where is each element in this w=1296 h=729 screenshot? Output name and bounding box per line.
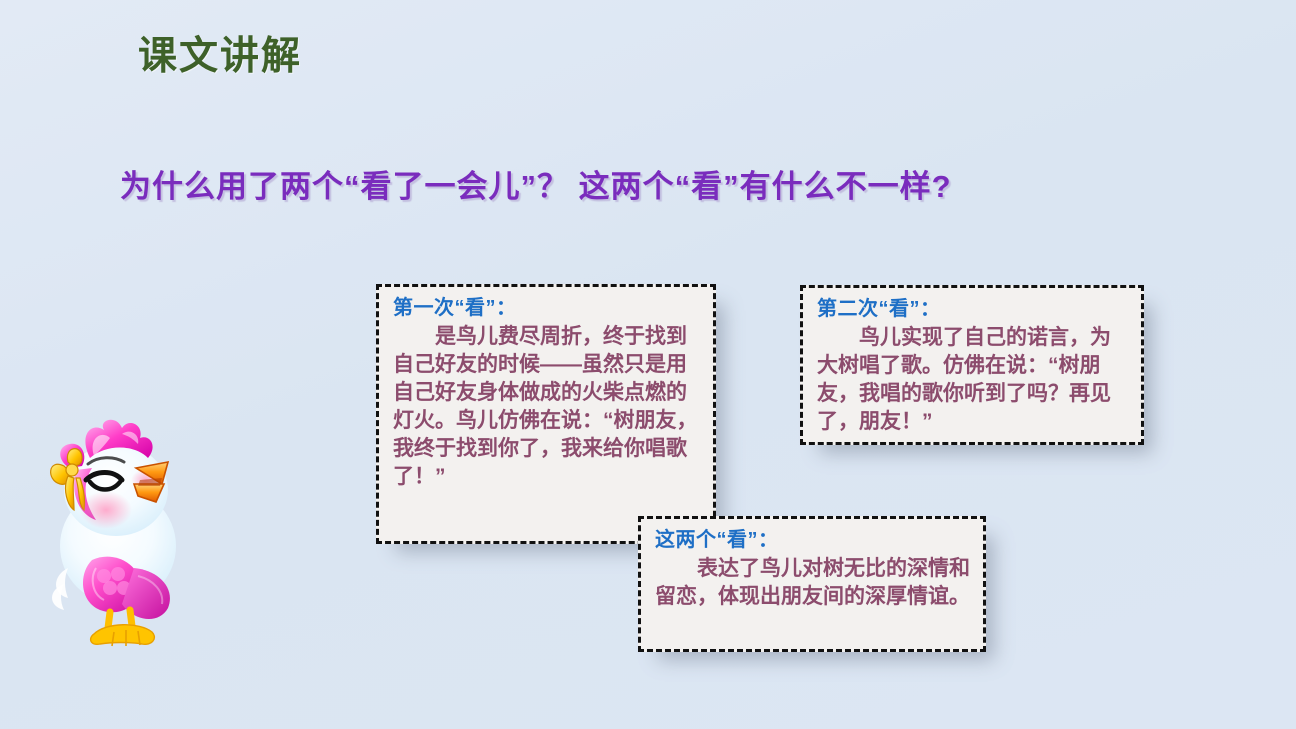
note-heading-first: 第一次“看”：: [393, 297, 517, 319]
note-box-both-looks: 这两个“看”： 表达了鸟儿对树无比的深情和留恋，体现出朋友间的深厚情谊。: [638, 516, 986, 652]
bird-illustration: [34, 418, 206, 654]
note-heading-both: 这两个“看”：: [655, 529, 779, 551]
bird-feet-icon: [89, 606, 156, 647]
note-box-first-look: 第一次“看”： 是鸟儿费尽周折，终于找到自己好友的时候——虽然只是用自己好友身体…: [376, 284, 716, 544]
open-beak-icon: [132, 460, 170, 503]
note-body-second: 鸟儿实现了自己的诺言，为大树唱了歌。仿佛在说：“树朋友，我唱的歌你听到了吗？再见…: [817, 326, 1111, 433]
singing-bird-icon: [50, 419, 176, 647]
ribbon-bow-icon: [50, 448, 86, 512]
main-question-heading: 为什么用了两个“看了一会儿”？ 这两个“看”有什么不一样?: [120, 169, 952, 204]
note-body-first: 是鸟儿费尽周折，终于找到自己好友的时候——虽然只是用自己好友身体做成的火柴点燃的…: [393, 325, 698, 488]
note-body-both: 表达了鸟儿对树无比的深情和留恋，体现出朋友间的深厚情谊。: [655, 557, 970, 608]
note-box-second-look: 第二次“看”： 鸟儿实现了自己的诺言，为大树唱了歌。仿佛在说：“树朋友，我唱的歌…: [800, 285, 1144, 445]
note-heading-second: 第二次“看”：: [817, 298, 941, 320]
page-title: 课文讲解: [138, 35, 303, 78]
